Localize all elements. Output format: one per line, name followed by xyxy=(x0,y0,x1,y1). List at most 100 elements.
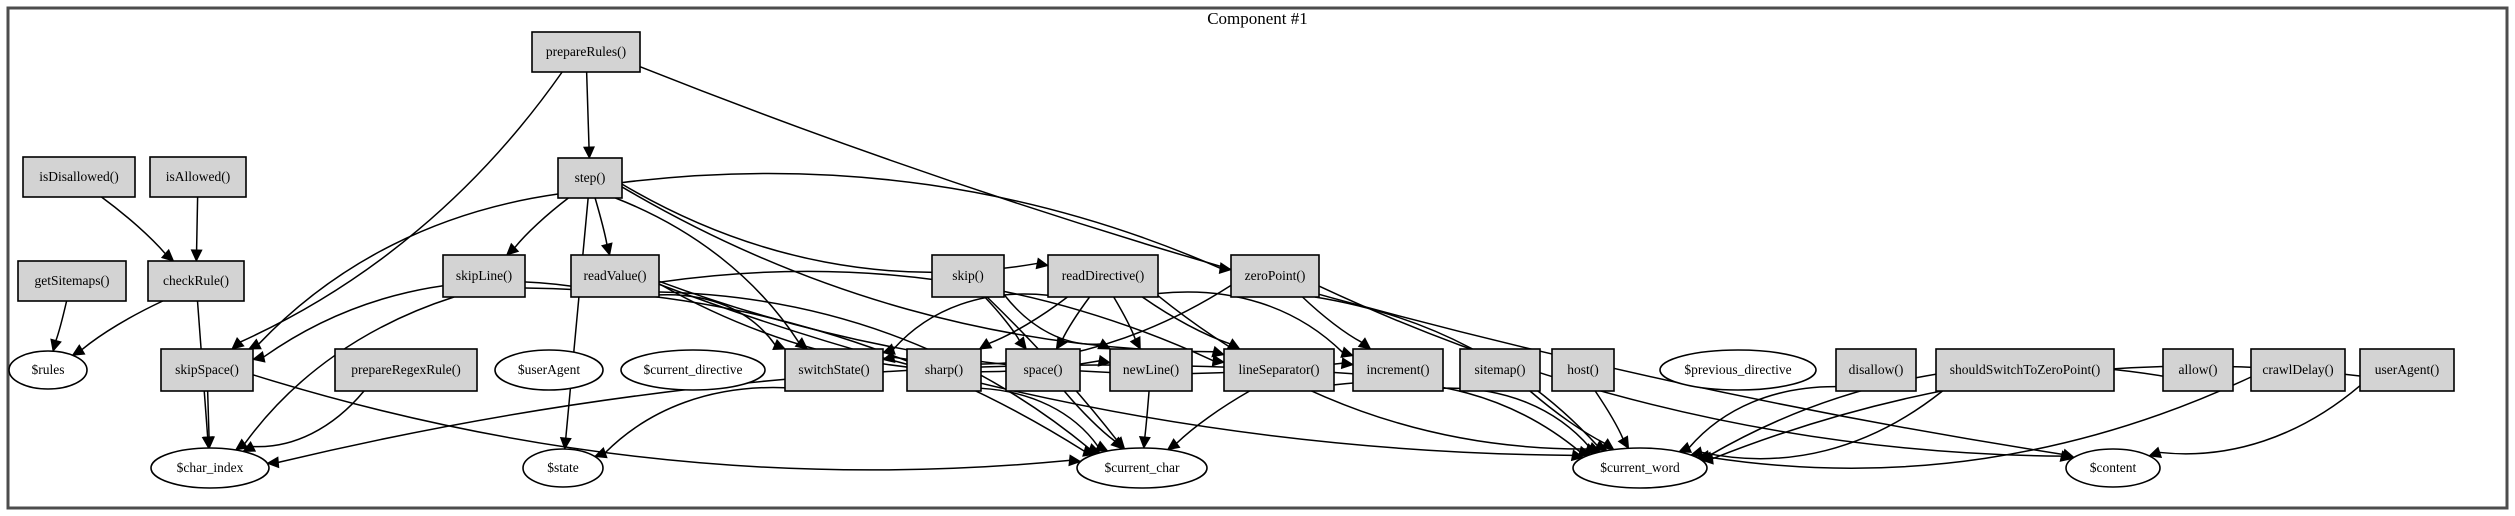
graph-node-contentVar[interactable]: $content xyxy=(2065,448,2161,488)
node-shape-ellipse[interactable] xyxy=(1076,447,1208,489)
graph-node-currentDirectiveVar[interactable]: $current_directive xyxy=(620,349,766,391)
edge-line xyxy=(658,291,1091,450)
node-shape-ellipse[interactable] xyxy=(8,350,88,390)
graph-node-space[interactable]: space() xyxy=(1005,348,1081,392)
edge-arrowhead xyxy=(266,456,280,469)
graph-node-lineSeparator[interactable]: lineSeparator() xyxy=(1223,348,1335,392)
graph-node-allow[interactable]: allow() xyxy=(2162,348,2234,392)
graph-node-currentCharVar[interactable]: $current_char xyxy=(1076,447,1208,489)
node-shape-ellipse[interactable] xyxy=(150,447,270,489)
graph-node-currentWordVar[interactable]: $current_word xyxy=(1572,447,1708,489)
graph-node-crawlDelay[interactable]: crawlDelay() xyxy=(2250,348,2346,392)
graph-edge xyxy=(1678,385,1837,453)
edge-line xyxy=(984,296,1021,341)
node-shape-box[interactable] xyxy=(1551,348,1615,392)
edge-arrowhead xyxy=(583,146,595,160)
node-shape-box[interactable] xyxy=(1047,254,1159,298)
node-label: checkRule() xyxy=(163,273,229,288)
node-shape-box[interactable] xyxy=(2250,348,2346,392)
node-shape-box[interactable] xyxy=(1223,348,1335,392)
node-label: $char_index xyxy=(177,460,244,475)
node-shape-ellipse[interactable] xyxy=(522,448,604,488)
graph-edge xyxy=(978,296,1068,350)
graph-node-skipSpace[interactable]: skipSpace() xyxy=(160,348,254,392)
edge-line xyxy=(565,197,589,439)
graph-node-getSitemaps[interactable]: getSitemaps() xyxy=(17,260,127,302)
node-shape-box[interactable] xyxy=(784,348,884,392)
node-shape-box[interactable] xyxy=(1935,348,2115,392)
cluster-frame-group xyxy=(6,6,2509,510)
graph-node-increment[interactable]: increment() xyxy=(1352,348,1444,392)
node-shape-box[interactable] xyxy=(1109,348,1193,392)
node-shape-box[interactable] xyxy=(2359,348,2455,392)
node-shape-box[interactable] xyxy=(334,348,478,392)
graph-edge xyxy=(251,280,572,363)
node-shape-box[interactable] xyxy=(1352,348,1444,392)
node-shape-box[interactable] xyxy=(22,156,136,198)
graph-node-prepareRegexRule[interactable]: prepareRegexRule() xyxy=(334,348,478,392)
edge-line xyxy=(594,197,608,245)
node-shape-box[interactable] xyxy=(1835,348,1917,392)
edge-arrowhead xyxy=(1138,436,1151,450)
graph-node-step[interactable]: step() xyxy=(557,157,623,199)
graph-node-sitemap[interactable]: sitemap() xyxy=(1459,348,1541,392)
graph-node-readDirective[interactable]: readDirective() xyxy=(1047,254,1159,298)
node-shape-box[interactable] xyxy=(160,348,254,392)
node-label: space() xyxy=(1024,362,1063,377)
graph-node-userAgentFn[interactable]: userAgent() xyxy=(2359,348,2455,392)
graph-node-disallow[interactable]: disallow() xyxy=(1835,348,1917,392)
edge-arrowhead xyxy=(772,338,787,350)
graph-node-stateVar[interactable]: $state xyxy=(522,448,604,488)
graph-node-isDisallowed[interactable]: isDisallowed() xyxy=(22,156,136,198)
node-label: $userAgent xyxy=(518,362,580,377)
graph-node-prepareRules[interactable]: prepareRules() xyxy=(531,31,641,73)
node-shape-ellipse[interactable] xyxy=(2065,448,2161,488)
graph-node-shouldSwitchToZeroPoint[interactable]: shouldSwitchToZeroPoint() xyxy=(1935,348,2115,392)
graph-edge xyxy=(594,197,613,257)
node-shape-box[interactable] xyxy=(2162,348,2234,392)
graph-node-skip[interactable]: skip() xyxy=(931,254,1005,298)
node-shape-box[interactable] xyxy=(557,157,623,199)
graph-node-sharp[interactable]: sharp() xyxy=(906,348,982,392)
graph-node-rules[interactable]: $rules xyxy=(8,350,88,390)
node-label: disallow() xyxy=(1849,362,1904,377)
graph-node-charIndexVar[interactable]: $char_index xyxy=(150,447,270,489)
node-shape-box[interactable] xyxy=(149,156,247,198)
node-shape-box[interactable] xyxy=(1230,254,1320,298)
graph-node-newLine[interactable]: newLine() xyxy=(1109,348,1193,392)
node-label: sitemap() xyxy=(1475,362,1526,377)
edge-line xyxy=(2159,385,2361,455)
graph-node-switchState[interactable]: switchState() xyxy=(784,348,884,392)
node-shape-ellipse[interactable] xyxy=(1572,447,1708,489)
node-shape-box[interactable] xyxy=(147,260,245,302)
node-shape-ellipse[interactable] xyxy=(1659,349,1817,391)
graph-node-isAllowed[interactable]: isAllowed() xyxy=(149,156,247,198)
edge-line xyxy=(195,196,199,251)
node-shape-box[interactable] xyxy=(17,260,127,302)
node-label: readDirective() xyxy=(1062,268,1144,283)
graph-node-checkRule[interactable]: checkRule() xyxy=(147,260,245,302)
edge-arrowhead xyxy=(600,242,613,257)
node-shape-box[interactable] xyxy=(442,254,526,298)
graph-node-zeroPoint[interactable]: zeroPoint() xyxy=(1230,254,1320,298)
graph-node-previousDirectiveVar[interactable]: $previous_directive xyxy=(1659,349,1817,391)
node-label: zeroPoint() xyxy=(1245,268,1306,283)
graph-node-host[interactable]: host() xyxy=(1551,348,1615,392)
graph-edge xyxy=(1055,296,1091,350)
node-shape-box[interactable] xyxy=(931,254,1005,298)
node-label: $rules xyxy=(32,362,65,377)
graph-edge xyxy=(1157,291,1355,358)
edge-line xyxy=(1318,285,2062,457)
node-shape-box[interactable] xyxy=(906,348,982,392)
node-shape-box[interactable] xyxy=(1459,348,1541,392)
graph-edge xyxy=(505,197,569,256)
node-shape-ellipse[interactable] xyxy=(494,349,604,391)
node-shape-box[interactable] xyxy=(570,254,660,298)
graph-node-skipLine[interactable]: skipLine() xyxy=(442,254,526,298)
graph-node-userAgentVar[interactable]: $userAgent xyxy=(494,349,604,391)
graph-node-readValue[interactable]: readValue() xyxy=(570,254,660,298)
edge-line xyxy=(206,390,210,438)
node-shape-box[interactable] xyxy=(531,31,641,73)
node-shape-ellipse[interactable] xyxy=(620,349,766,391)
node-shape-box[interactable] xyxy=(1005,348,1081,392)
